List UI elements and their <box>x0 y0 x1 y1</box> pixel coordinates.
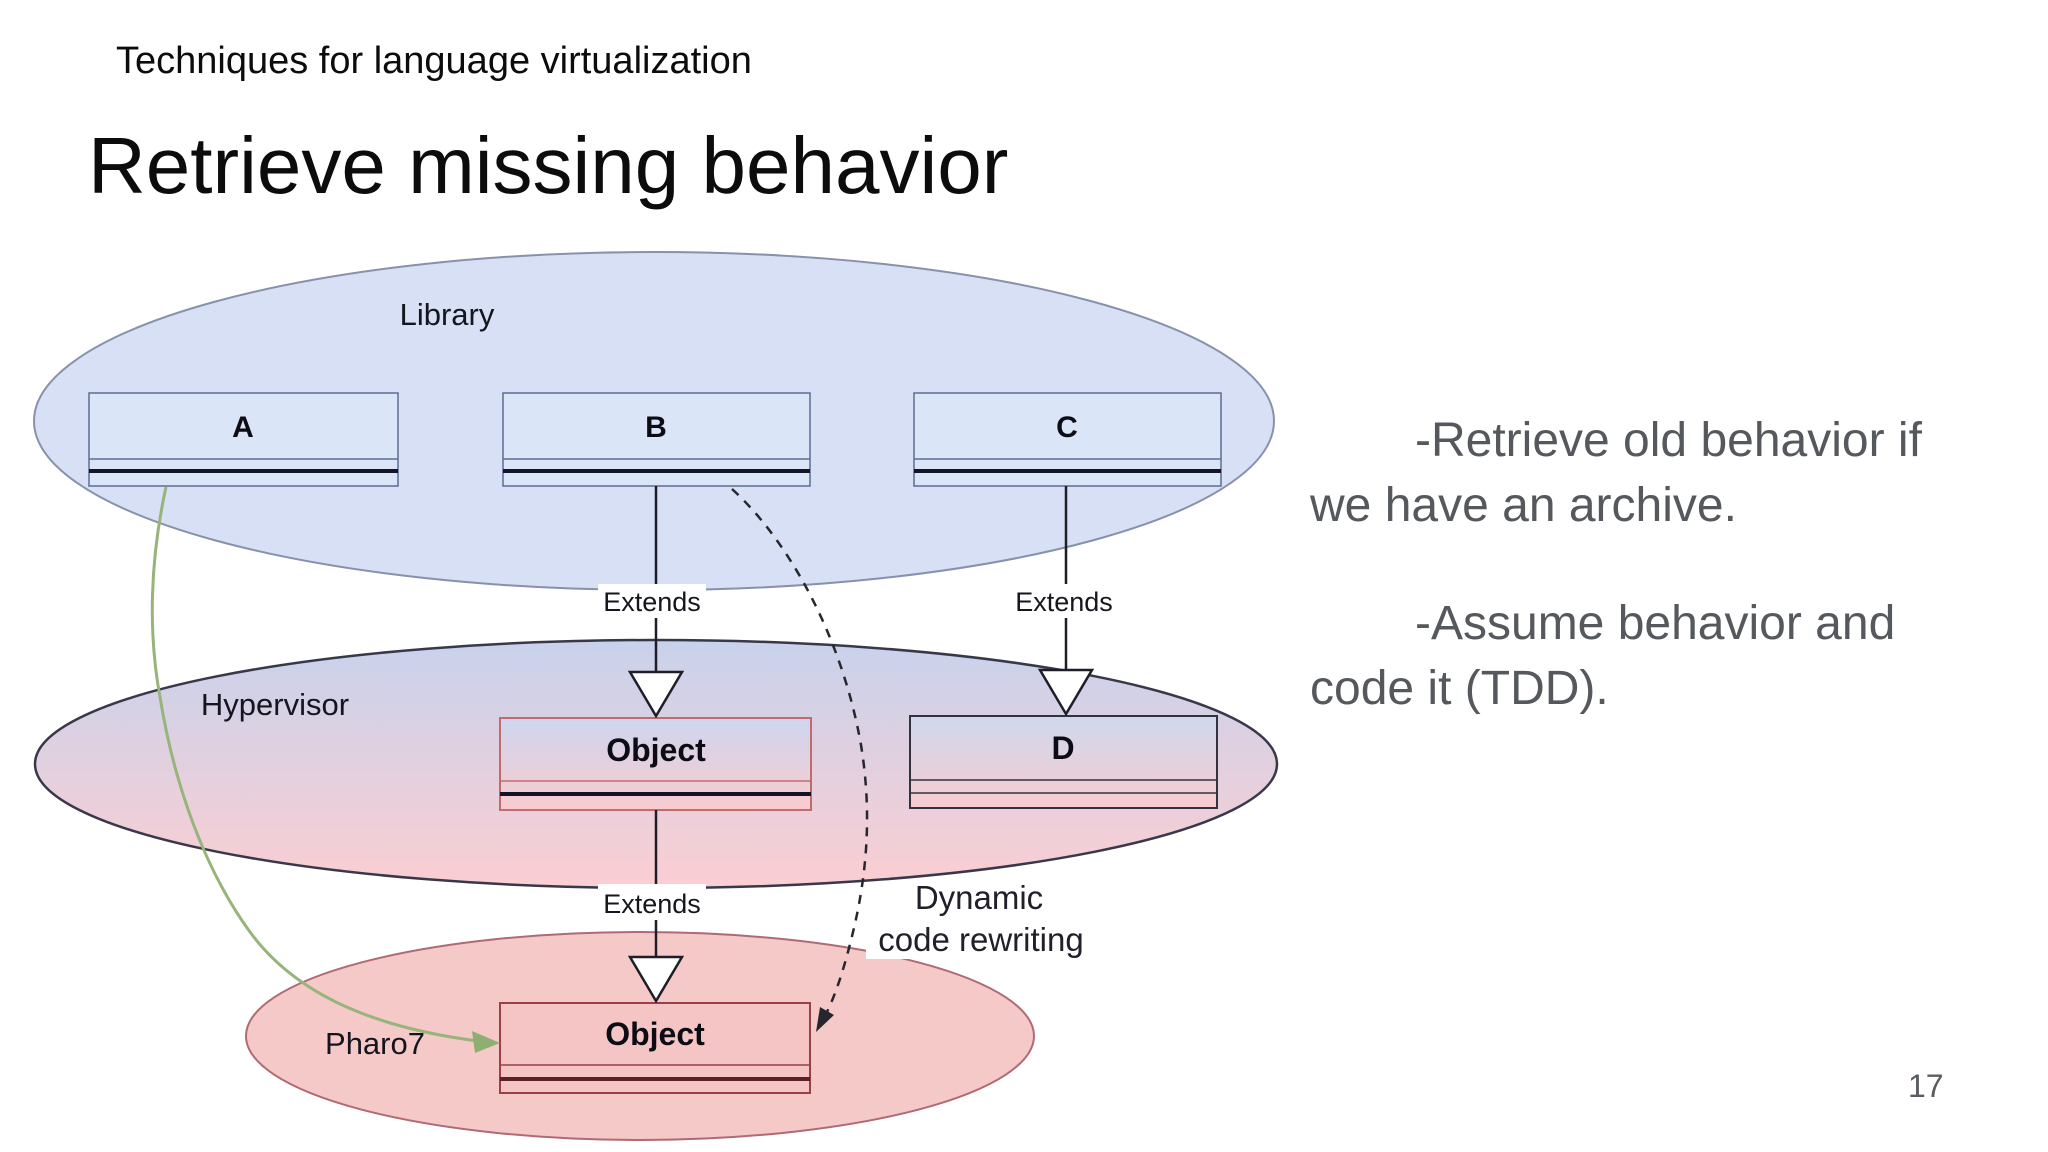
hypervisor-label: Hypervisor <box>201 687 349 722</box>
note-line: -Retrieve old behavior if <box>1415 414 1922 467</box>
dashed-arrowhead <box>816 1007 834 1032</box>
page-number: 17 <box>1908 1068 1944 1104</box>
class-c-label: C <box>1056 411 1078 444</box>
class-a-label: A <box>232 411 254 444</box>
label-plate <box>598 584 706 618</box>
note-line: code it (TDD). <box>1310 662 1609 715</box>
note-line: -Assume behavior and <box>1415 597 1896 650</box>
notes-block: -Retrieve old behavior if we have an arc… <box>1310 408 2020 774</box>
inheritance-arrowhead <box>1037 668 1095 717</box>
slide-eyebrow: Techniques for language virtualization <box>116 40 752 82</box>
extends-label-c: Extends <box>1015 587 1113 617</box>
class-box-object-pharo <box>499 1002 811 1094</box>
class-b-label: B <box>645 411 667 444</box>
inheritance-arrowhead <box>627 670 685 719</box>
label-plate <box>1008 584 1120 618</box>
inheritance-arrowhead <box>627 955 685 1004</box>
dynamic-rewriting-edge <box>731 488 869 1032</box>
label-plate <box>866 919 1100 959</box>
retrieve-arrow <box>150 486 500 1053</box>
extends-label-object: Extends <box>603 889 701 919</box>
class-box-d <box>909 715 1218 809</box>
dynamic-rewriting-label-line1: Dynamic <box>915 879 1043 916</box>
label-plate <box>598 884 706 920</box>
dashed-curve <box>731 488 869 1027</box>
class-box-b <box>502 392 811 487</box>
class-object-pharo-label: Object <box>605 1016 705 1052</box>
note-line: we have an archive. <box>1310 479 1737 532</box>
class-box-object-hypervisor <box>499 717 812 811</box>
extends-label-b: Extends <box>603 587 701 617</box>
note-bullet-1: -Retrieve old behavior if we have an arc… <box>1310 408 2020 538</box>
class-object-hypervisor-label: Object <box>606 732 706 768</box>
library-label: Library <box>400 297 495 332</box>
green-curve <box>150 486 479 1043</box>
extends-edge-object-pharo <box>627 810 685 1004</box>
class-box-c <box>913 392 1222 487</box>
dynamic-rewriting-label-line2: code rewriting <box>878 921 1083 958</box>
label-plate <box>906 881 1052 917</box>
slide-title: Retrieve missing behavior <box>88 121 1009 210</box>
note-bullet-2: -Assume behavior and code it (TDD). <box>1310 591 2020 721</box>
green-arrowhead <box>472 1031 500 1053</box>
pharo7-label: Pharo7 <box>325 1026 425 1061</box>
extends-edge-c-d <box>1037 486 1095 717</box>
extends-edge-b-object <box>627 486 685 719</box>
class-d-label: D <box>1051 730 1074 766</box>
class-box-a <box>88 392 399 487</box>
